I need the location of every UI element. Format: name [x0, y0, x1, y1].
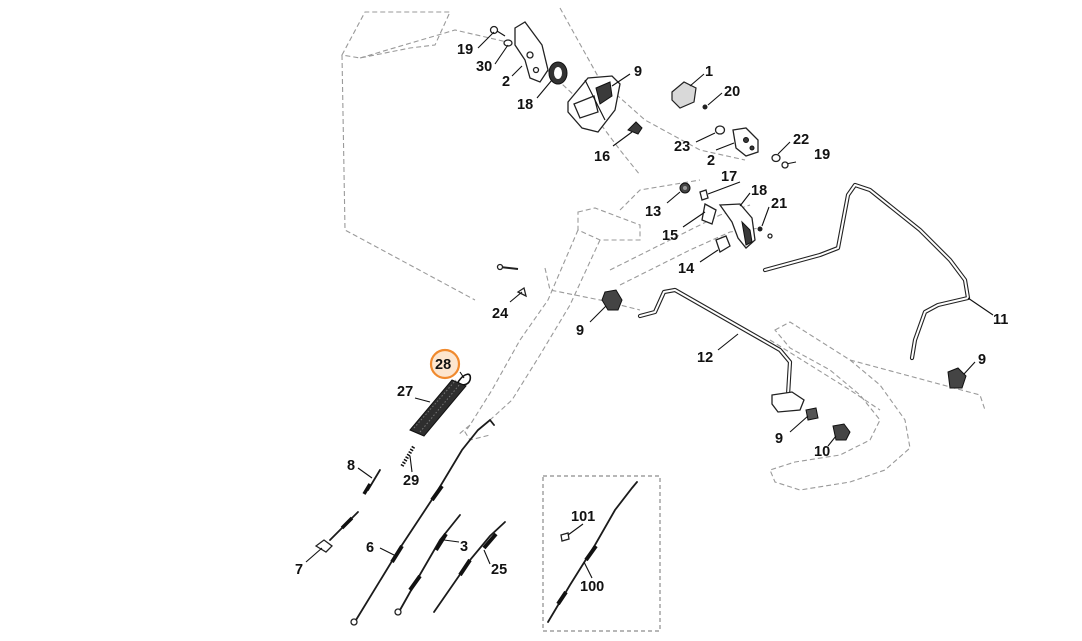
callout-19-left[interactable]: 19	[457, 42, 473, 58]
inset-frame	[542, 475, 661, 632]
callout-9-lower[interactable]: 10	[814, 444, 830, 460]
callout-30[interactable]: 30	[476, 59, 492, 75]
callout-17[interactable]: 18	[751, 183, 767, 199]
callout-4[interactable]: 6	[366, 540, 374, 556]
part-15-clip	[627, 121, 643, 135]
part-23-washer	[714, 125, 726, 135]
part-30-washer	[503, 39, 513, 47]
part-28-spring	[400, 445, 416, 467]
callout-11[interactable]: 12	[697, 350, 713, 366]
callout-2-left[interactable]: 2	[502, 74, 510, 90]
callout-21[interactable]: 21	[771, 196, 787, 212]
callout-100[interactable]: 100	[580, 579, 604, 595]
callout-1[interactable]: 1	[705, 64, 713, 80]
part-18-bearing-ring	[548, 61, 568, 85]
part-24-bolt	[496, 263, 527, 298]
callout-9-left[interactable]: 9	[576, 323, 584, 339]
callout-29[interactable]: 28	[435, 357, 451, 373]
part-11-control-rod	[637, 287, 805, 413]
part-4-control-cable	[350, 418, 495, 626]
part-9-bushing-right	[947, 367, 967, 389]
callout-14[interactable]: 15	[662, 228, 678, 244]
callout-3[interactable]: 3	[460, 539, 468, 555]
part-8-sleeve	[805, 407, 819, 421]
part-2-bracket-left	[514, 21, 549, 83]
callout-7[interactable]: 9	[634, 64, 642, 80]
part-100-cable	[547, 481, 638, 623]
callout-23[interactable]: 23	[674, 139, 690, 155]
part-10-handle-bar	[762, 182, 971, 361]
callout-18[interactable]: 18	[517, 97, 533, 113]
callout-20[interactable]: 20	[724, 84, 740, 100]
part-9-bushing-lower	[832, 423, 851, 441]
callout-6[interactable]: 8	[347, 458, 355, 474]
part-19-screw-right	[781, 161, 797, 169]
callout-10[interactable]: 11	[993, 312, 1008, 328]
part-5-cable-end	[314, 511, 359, 553]
part-7-control-housing	[567, 75, 621, 133]
callout-101[interactable]: 101	[571, 509, 595, 525]
part-13-clip	[715, 235, 731, 253]
part-6-cable-short	[362, 469, 381, 495]
callout-24[interactable]: 24	[492, 306, 508, 322]
part-1-knob	[671, 81, 697, 109]
callout-13[interactable]: 14	[678, 261, 694, 277]
part-27-boot-sleeve	[409, 379, 467, 437]
callout-12[interactable]: 13	[645, 204, 661, 220]
part-21-screw	[757, 226, 773, 239]
callout-labels: 19 30 2 18 9 16 1 20 23 2 22 19 17 18 13…	[295, 42, 1008, 595]
callout-16[interactable]: 17	[721, 169, 737, 185]
callout-5[interactable]: 7	[295, 562, 303, 578]
callout-9-right[interactable]: 9	[978, 352, 986, 368]
part-16-pin	[699, 189, 709, 201]
callout-2-right[interactable]: 2	[707, 153, 715, 169]
callout-15[interactable]: 16	[594, 149, 610, 165]
part-101-clip	[560, 532, 570, 542]
part-12-bushing	[679, 182, 691, 194]
part-3-cable	[394, 514, 461, 616]
part-17-lever	[718, 203, 756, 249]
highlight-callout-ring	[429, 348, 461, 380]
part-14-link	[701, 203, 717, 225]
leader-lines	[305, 31, 994, 579]
part-22-washer	[771, 153, 781, 163]
callout-19-right[interactable]: 19	[814, 147, 830, 163]
part-2-bracket-right	[732, 127, 759, 157]
part-9-bushing-left	[601, 289, 623, 311]
callout-27[interactable]: 27	[397, 384, 413, 400]
part-25-cable	[433, 521, 506, 613]
part-20-screw	[702, 104, 708, 110]
part-19-screw-left	[489, 25, 506, 37]
lower-frame-outline	[769, 321, 986, 491]
callout-22[interactable]: 22	[793, 132, 809, 148]
callout-25[interactable]: 25	[491, 562, 507, 578]
callout-28[interactable]: 29	[403, 473, 419, 489]
callout-8[interactable]: 9	[775, 431, 783, 447]
